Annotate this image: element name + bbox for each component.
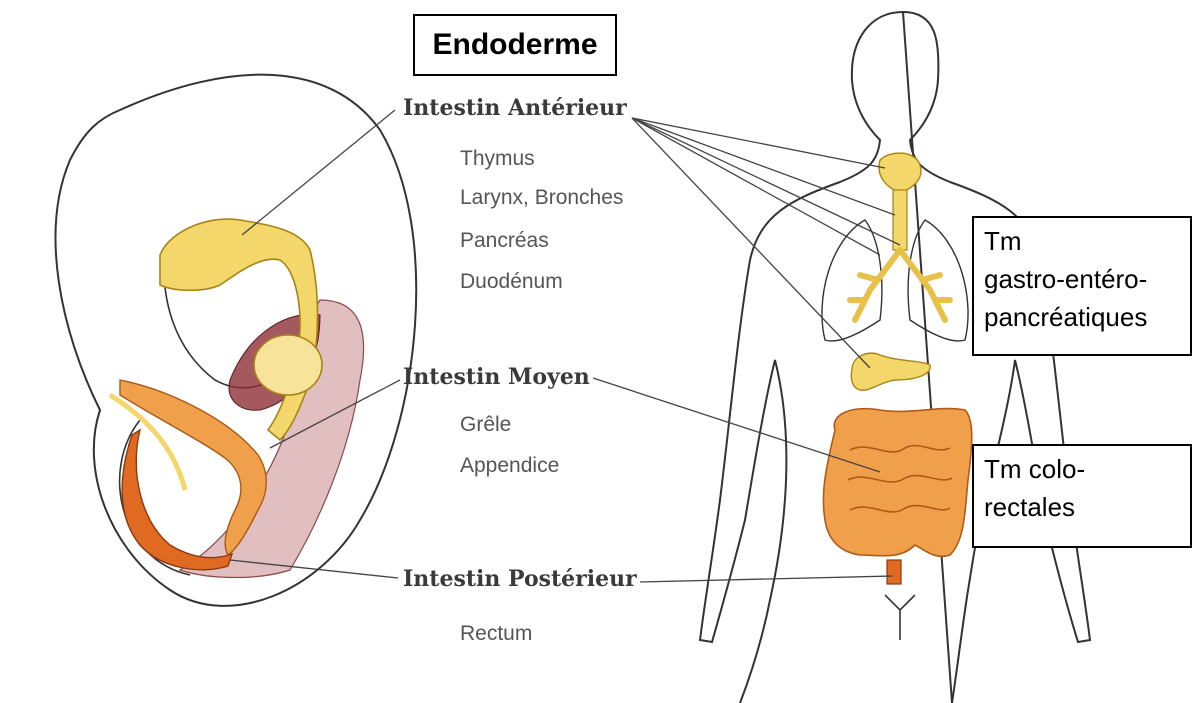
foregut-item-duodenum: Duodénum — [460, 270, 563, 294]
embryo-illustration — [56, 75, 417, 606]
gep-tumor-line-2: gastro-entéro- — [984, 260, 1180, 298]
gep-tumor-line-1: Tm — [984, 222, 1180, 260]
colorectal-tumor-line-1: Tm colo- — [984, 450, 1180, 488]
foregut-item-thymus: Thymus — [460, 147, 535, 171]
title-box: Endoderme — [413, 14, 617, 76]
title-text: Endoderme — [432, 28, 597, 62]
leader-foregut-thymus — [632, 118, 885, 168]
leader-foregut-bronchi — [632, 118, 895, 215]
colorectal-tumor-box: Tm colo- rectales — [972, 444, 1192, 548]
lung-right-outline — [908, 220, 968, 341]
gep-tumor-line-3: pancréatiques — [984, 298, 1180, 336]
midgut-item-small-intestine: Grêle — [460, 413, 511, 437]
leader-foregut-lung — [632, 118, 880, 255]
hindgut-item-rectum: Rectum — [460, 622, 532, 646]
leader-foregut-pancreas — [632, 118, 870, 368]
pancreas-icon — [851, 353, 930, 390]
human-body-silhouette — [700, 12, 1090, 703]
foregut-item-larynx: Larynx, Bronches — [460, 186, 623, 210]
gep-tumor-box: Tm gastro-entéro- pancréatiques — [972, 216, 1192, 356]
body-outline — [700, 12, 1090, 703]
hindgut-heading: Intestin Postérieur — [403, 566, 637, 592]
colon-icon — [823, 409, 971, 557]
foregut-item-pancreas: Pancréas — [460, 229, 549, 253]
leader-hindgut-rectum — [640, 576, 893, 582]
midgut-item-appendix: Appendice — [460, 454, 559, 478]
midgut-heading: Intestin Moyen — [403, 364, 590, 390]
leader-foregut-embryo — [242, 110, 395, 235]
bronchi-icon — [850, 190, 950, 320]
colorectal-tumor-line-2: rectales — [984, 488, 1180, 526]
pelvis-mark — [885, 595, 915, 640]
yolk-sac — [254, 335, 322, 395]
rectum-icon — [887, 560, 901, 584]
foregut-heading: Intestin Antérieur — [403, 95, 627, 121]
